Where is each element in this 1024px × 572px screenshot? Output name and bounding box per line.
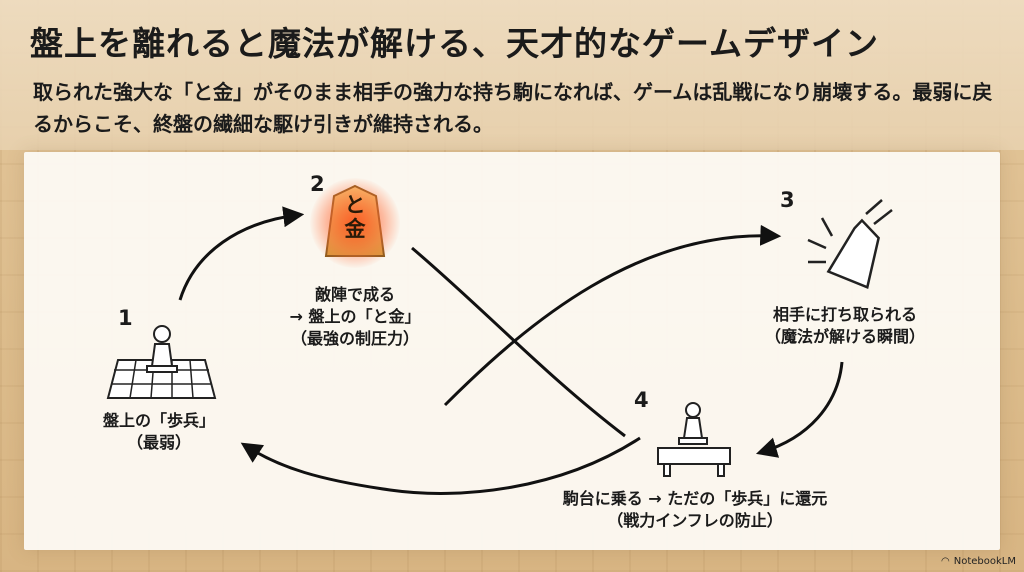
tokin-piece-label: と 金 [344,193,366,241]
pawn-on-stand-icon [657,402,731,477]
captured-piece-icon [807,199,893,290]
brand-mark: ◠ NotebookLM [941,556,1016,567]
page-subtitle: 取られた強大な「と金」がそのまま相手の強力な持ち駒になれば、ゲームは乱戦になり崩… [33,80,993,136]
arrow-4-to-1 [240,436,641,495]
notebooklm-logo-icon: ◠ [941,556,950,567]
step-2-caption: 敵陣で成る → 盤上の「と金」 （最強の制圧力） [289,285,421,348]
step-2-number: 2 [310,172,325,196]
step-1-number: 1 [118,306,133,330]
page-title: 盤上を離れると魔法が解ける、天才的なゲームデザイン [30,24,880,63]
header: 盤上を離れると魔法が解ける、天才的なゲームデザイン 取られた強大な「と金」がその… [0,0,1024,150]
diagram-panel [24,152,1000,550]
arrow-2-to-4-crossing [411,246,626,438]
pawn-on-board-icon [106,325,217,399]
arrow-1-to-2 [178,206,305,301]
tokin-glow [310,178,400,268]
step-4-number: 4 [634,388,649,412]
arrow-3-to-4 [755,361,844,458]
step-4-caption: 駒台に乗る → ただの「歩兵」に還元 （戦力インフレの防止） [562,489,828,530]
step-3-number: 3 [780,188,795,212]
step-3-caption: 相手に打ち取られる （魔法が解ける瞬間） [764,305,925,346]
arrow-crossing-to-3 [443,224,782,407]
step-1-caption: 盤上の「歩兵」 （最弱） [102,411,215,452]
brand-name: NotebookLM [953,556,1016,567]
